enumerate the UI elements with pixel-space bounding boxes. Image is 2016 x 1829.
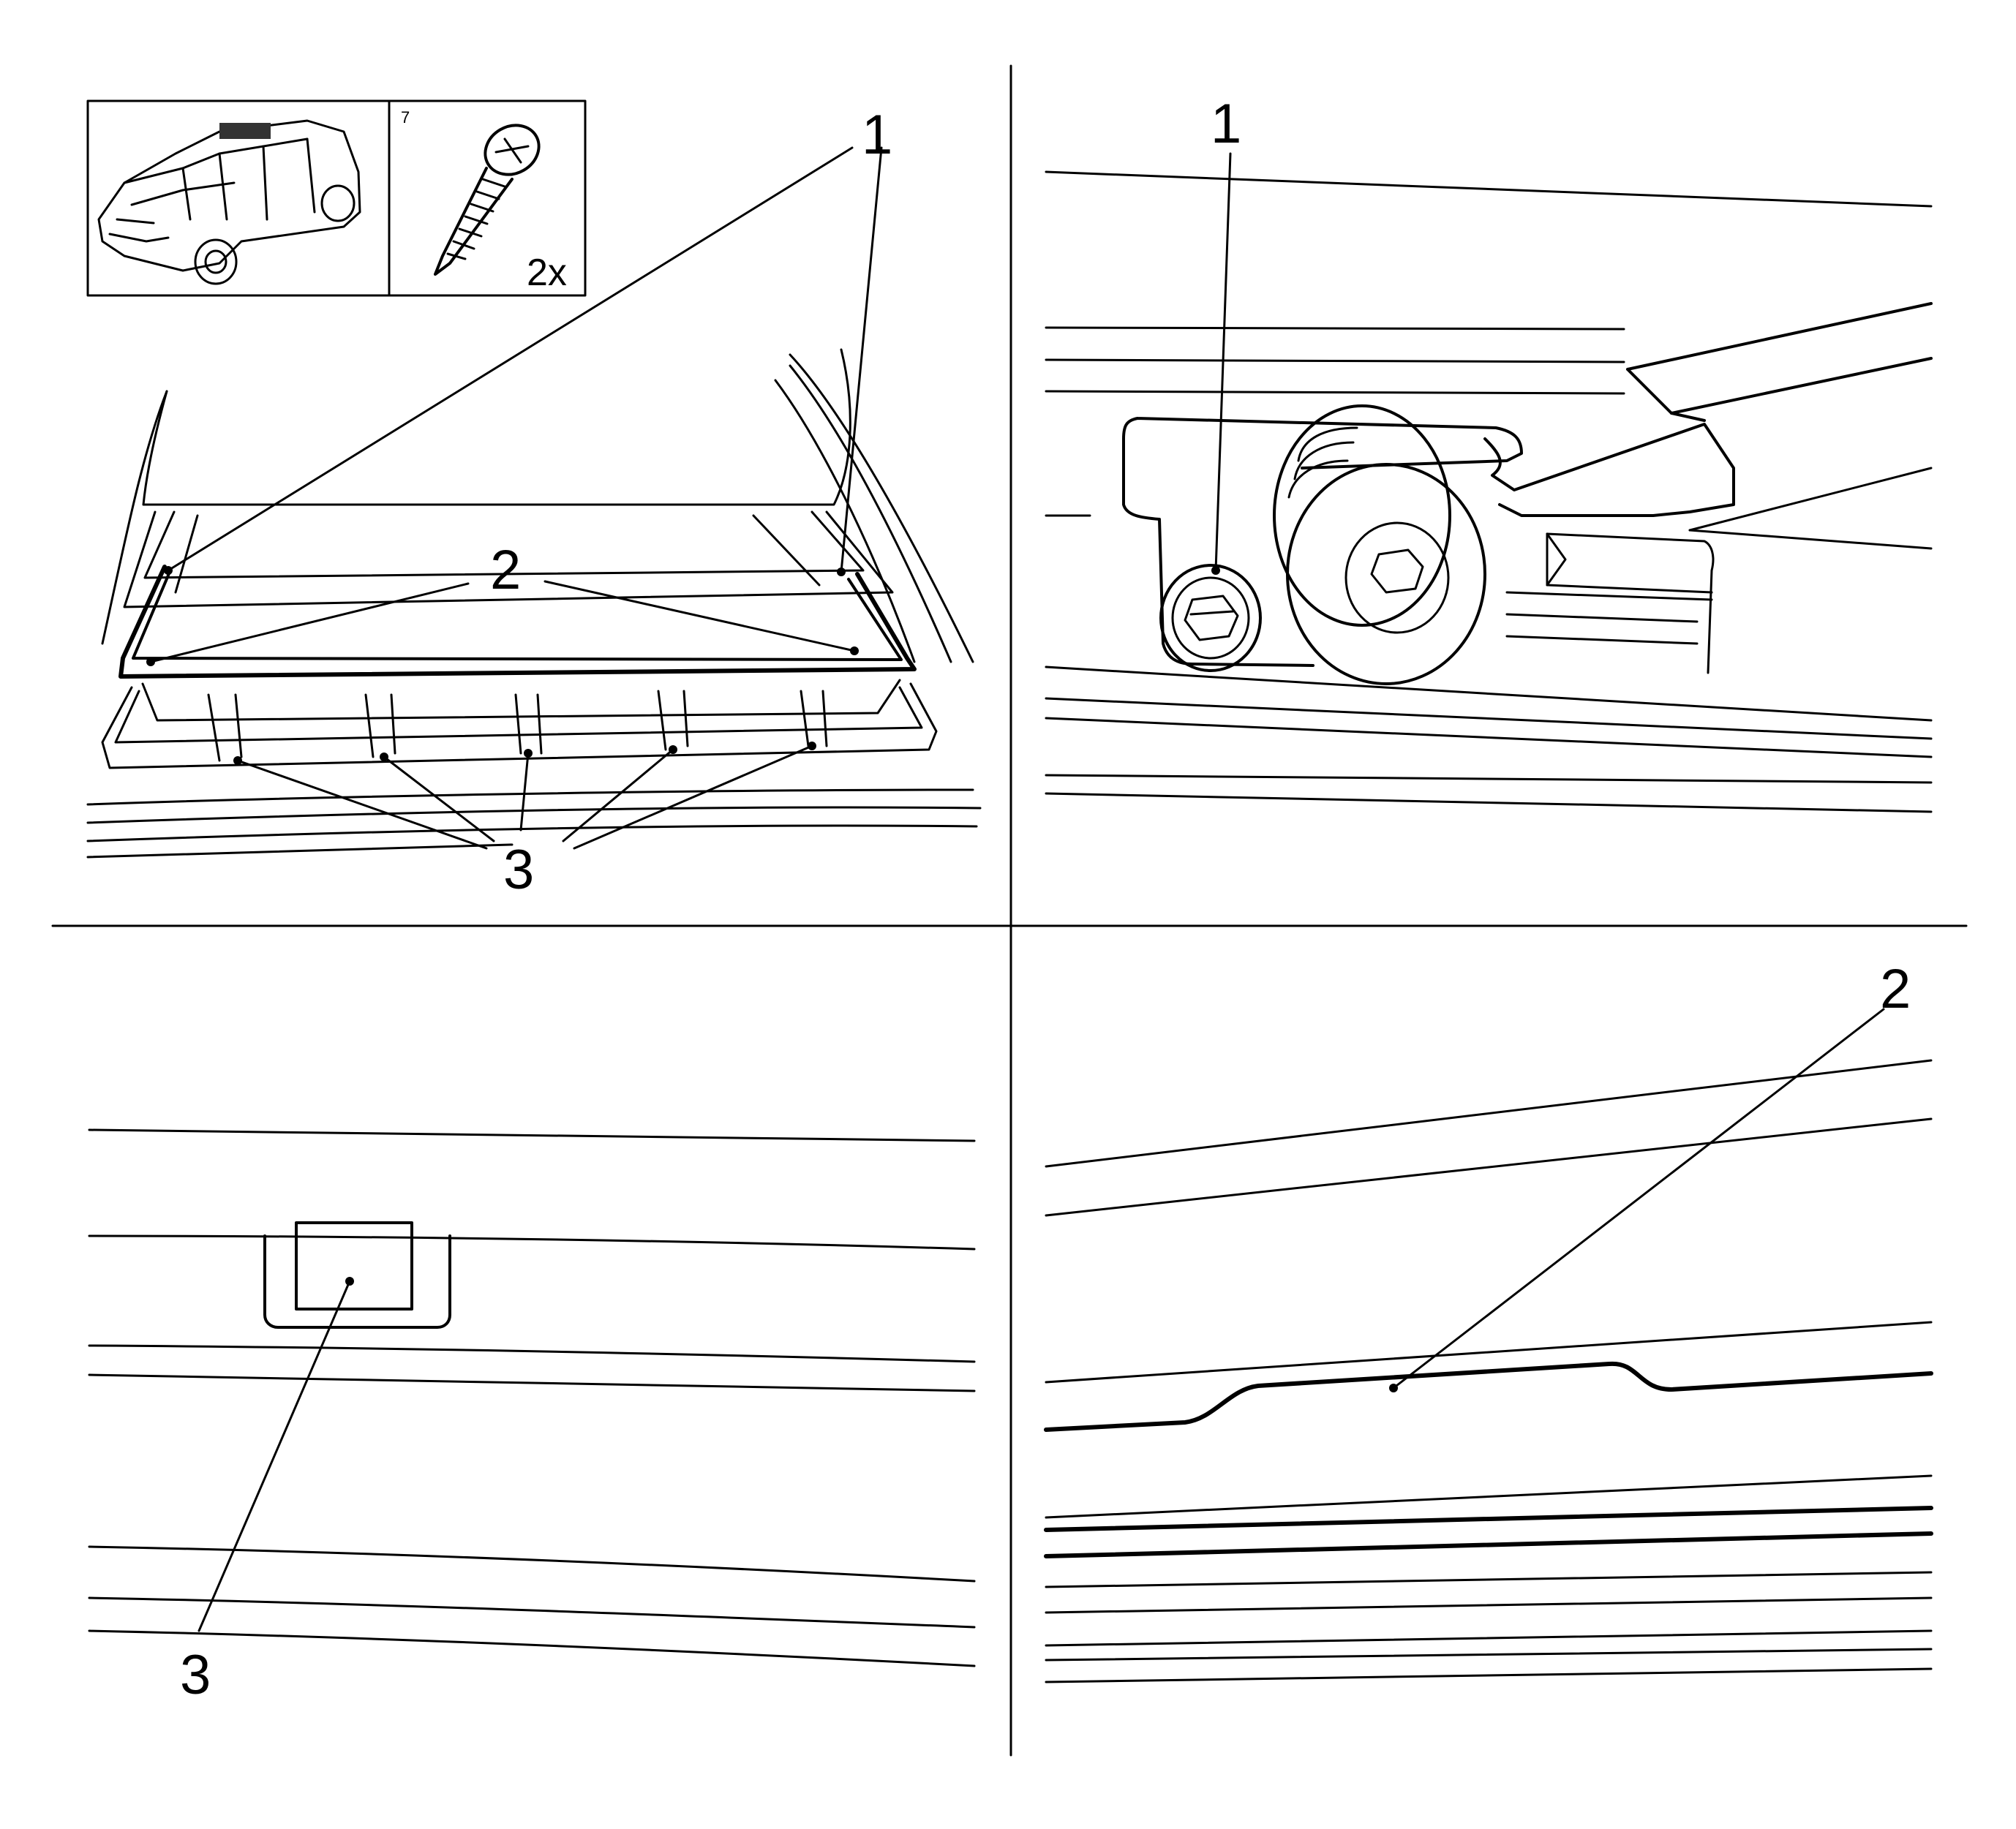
leader-lines-top-left — [146, 146, 883, 850]
guide-roller — [1273, 404, 1486, 685]
callout-label-3: 3 — [180, 1644, 211, 1706]
callout-point — [850, 646, 859, 655]
leader-line — [198, 1280, 351, 1632]
callout-label-1: 1 — [862, 104, 892, 166]
panel-bottom-right: 2 — [1044, 958, 1933, 1683]
callout-label-2: 2 — [1880, 958, 1911, 1020]
retaining-clip — [263, 1221, 451, 1329]
callout-label-3: 3 — [503, 839, 534, 901]
callout-point — [1211, 566, 1220, 575]
panel-bottom-left: 3 — [88, 1128, 976, 1706]
parts-inset: 7 2x — [86, 99, 587, 297]
panel-top-right: 1 — [1045, 93, 1933, 813]
callout-point — [1389, 1384, 1398, 1392]
rear-wheel — [320, 184, 356, 222]
front-wheel — [194, 238, 238, 285]
leader-line — [1392, 1008, 1885, 1389]
callout-point — [164, 566, 173, 575]
roof-body — [86, 348, 982, 859]
panel-top-left: 7 2x — [86, 99, 982, 901]
vehicle-location-icon — [97, 119, 361, 285]
callout-point — [146, 657, 155, 666]
callout-point — [345, 1277, 354, 1286]
panel-dividers — [51, 64, 1968, 1757]
callout-label-2: 2 — [490, 539, 521, 601]
sunroof-highlight — [219, 123, 271, 139]
screw-icon: 7 2x — [401, 108, 567, 294]
inset-quantity: 2x — [527, 252, 567, 294]
inset-frame — [86, 99, 587, 297]
hex-bolt — [1159, 564, 1262, 672]
callout-label-1: 1 — [1211, 93, 1241, 155]
leader-line — [1214, 152, 1232, 572]
inset-index-number: 7 — [401, 108, 410, 127]
callout-point — [837, 567, 846, 576]
